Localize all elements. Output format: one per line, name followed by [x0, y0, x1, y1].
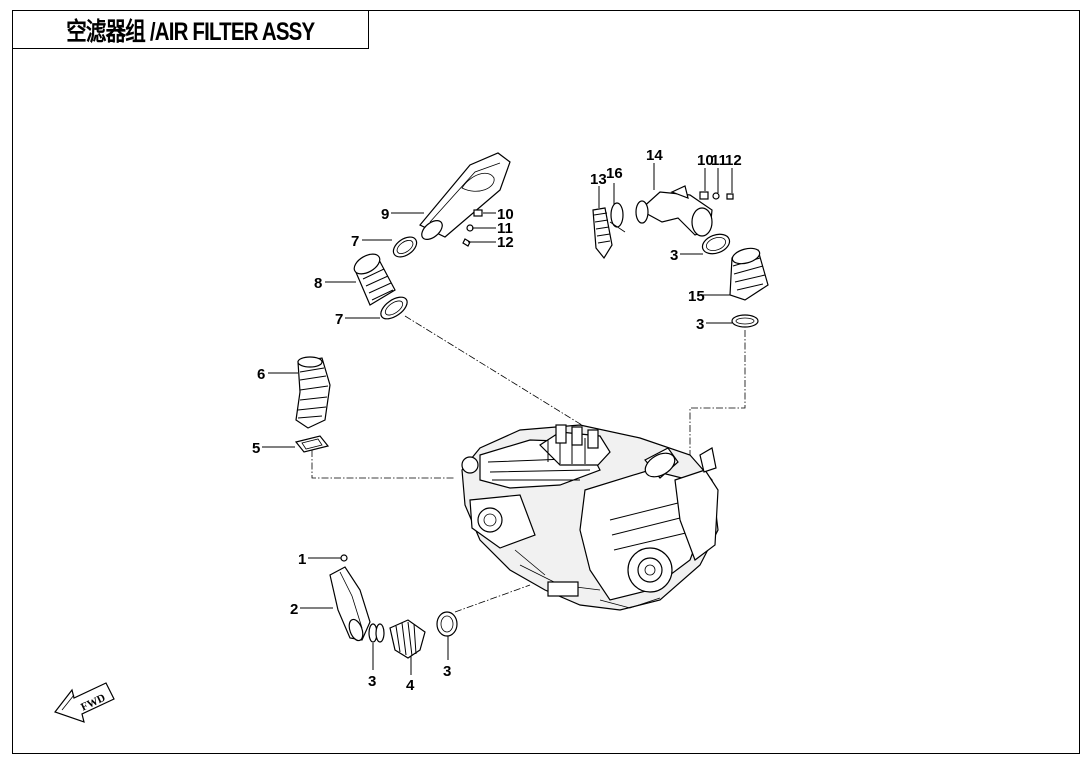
callout-6: 6	[257, 366, 265, 383]
title-block: 空滤器组 /AIR FILTER ASSY	[12, 10, 369, 49]
drawing-frame	[12, 10, 1080, 754]
part-16-clamp	[609, 202, 626, 233]
callout-3b: 3	[696, 316, 704, 333]
part-1-bolt	[340, 554, 348, 562]
callout-5: 5	[252, 440, 260, 457]
callout-3c: 3	[368, 673, 376, 690]
callout-11b: 11	[711, 152, 727, 169]
callout-16: 16	[606, 165, 623, 182]
part-3-clamp-lower-right	[436, 611, 458, 637]
part-6-intake-duct	[295, 356, 331, 429]
callout-10b: 10	[697, 152, 714, 169]
callout-7b: 7	[335, 311, 343, 328]
part-15-bellows	[729, 247, 769, 301]
part-3-clamp-mid-right	[731, 314, 759, 328]
part-2-lower-duct	[329, 566, 371, 642]
leader-lines	[262, 163, 733, 675]
diagram-title: 空滤器组 /AIR FILTER ASSY	[66, 17, 315, 46]
callout-13: 13	[590, 171, 607, 188]
callout-12b: 12	[725, 152, 742, 169]
part-4-lower-bellows	[389, 619, 426, 659]
assembly-lines	[311, 315, 746, 613]
fwd-arrow-icon: FWD	[54, 682, 115, 723]
callout-8: 8	[314, 275, 322, 292]
callout-1: 1	[298, 551, 306, 568]
callout-10a: 10	[497, 206, 514, 223]
part-7-clamp-upper	[392, 236, 418, 258]
part-3-clamp-upper-right	[701, 233, 731, 255]
callout-14: 14	[646, 147, 663, 164]
part-9-intake-snorkel	[419, 152, 511, 240]
callout-7a: 7	[351, 233, 359, 250]
part-7-clamp-lower	[380, 296, 408, 320]
callout-2: 2	[290, 601, 298, 618]
part-5-gasket	[294, 435, 330, 453]
callout-9: 9	[381, 206, 389, 223]
part-14-elbow-duct	[635, 185, 713, 237]
callout-12a: 12	[497, 234, 514, 251]
part-8-bellows	[353, 253, 396, 306]
engine-assembly	[461, 424, 719, 611]
part-10-11-12-fasteners-upper-left	[462, 209, 483, 247]
part-10-11-12-fasteners-upper-right	[699, 191, 734, 200]
callout-15: 15	[688, 288, 705, 305]
part-3-clamp-lower-left	[368, 623, 385, 643]
callout-labels: 9 10 11 12 7 8 7 6 5 13 16 14 10 11 12 3…	[252, 147, 742, 694]
callout-11a: 11	[497, 220, 513, 237]
callout-4: 4	[406, 677, 415, 694]
callout-3a: 3	[670, 247, 678, 264]
part-13-filter-element	[592, 207, 613, 260]
callout-3d: 3	[443, 663, 451, 680]
